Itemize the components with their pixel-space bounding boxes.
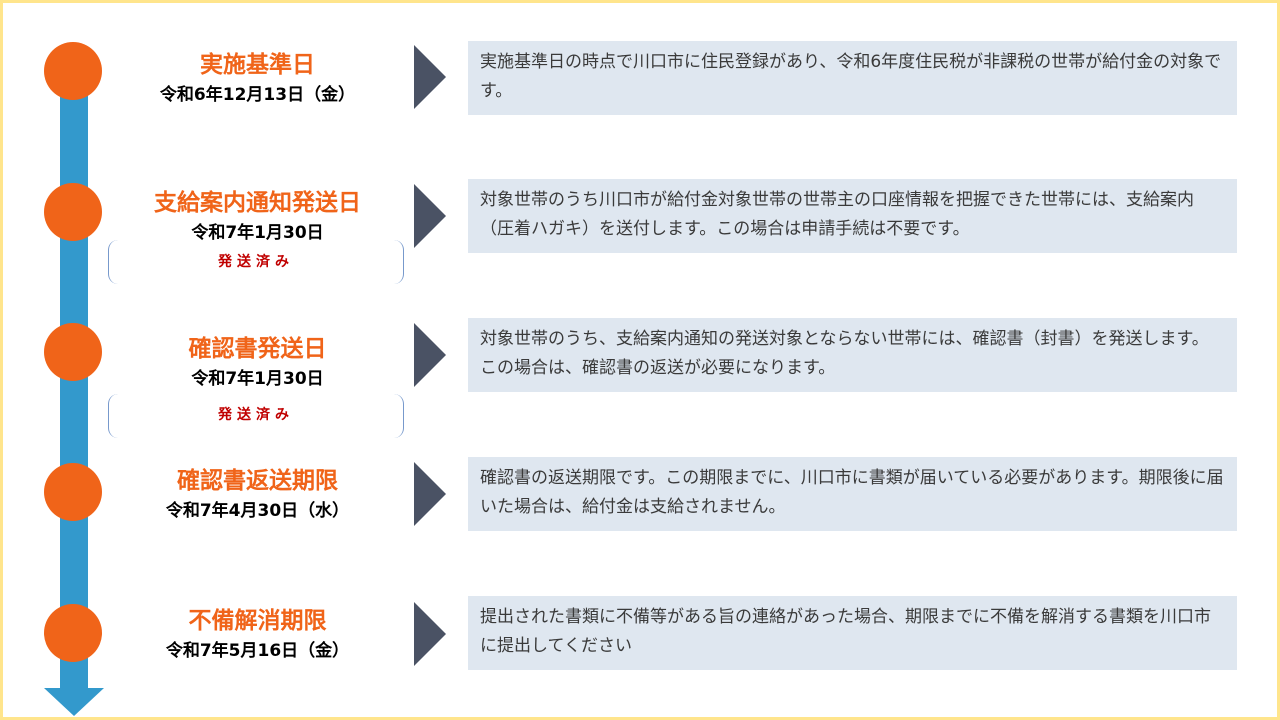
step-title: 不備解消期限 [188,608,327,634]
step-date: 令和7年1月30日 [191,369,324,389]
chevron-right-icon [414,602,446,666]
step-title: 確認書返送期限 [177,468,338,494]
step-title: 実施基準日 [200,52,315,78]
chevron-right-icon [414,45,446,109]
timeline-dot [44,604,102,662]
step-date: 令和6年12月13日（金） [159,85,356,105]
status-bracket [108,240,404,284]
chevron-right-icon [414,184,446,248]
step-date: 令和7年4月30日（水） [165,501,350,521]
timeline-dot [44,463,102,521]
step-description: 対象世帯のうち川口市が給付金対象世帯の世帯主の口座情報を把握できた世帯には、支給… [468,179,1237,253]
timeline-arrow-down-icon [44,688,104,716]
status-badge: 発送済み [218,254,294,270]
timeline-dot [44,183,102,241]
step-description: 提出された書類に不備等がある旨の連絡があった場合、期限までに不備を解消する書類を… [468,596,1237,670]
chevron-right-icon [414,462,446,526]
status-badge: 発送済み [218,407,294,423]
timeline-dot [44,323,102,381]
chevron-right-icon [414,323,446,387]
timeline-dot [44,42,102,100]
step-description: 実施基準日の時点で川口市に住民登録があり、令和6年度住民税が非課税の世帯が給付金… [468,41,1237,115]
step-date: 令和7年5月16日（金） [165,641,350,661]
step-description: 確認書の返送期限です。この期限までに、川口市に書類が届いている必要があります。期… [468,457,1237,531]
step-description: 対象世帯のうち、支給案内通知の発送対象とならない世帯には、確認書（封書）を発送し… [468,318,1237,392]
step-title: 確認書発送日 [188,336,327,362]
status-bracket [108,394,404,438]
step-date: 令和7年1月30日 [191,223,324,243]
step-title: 支給案内通知発送日 [154,190,361,216]
